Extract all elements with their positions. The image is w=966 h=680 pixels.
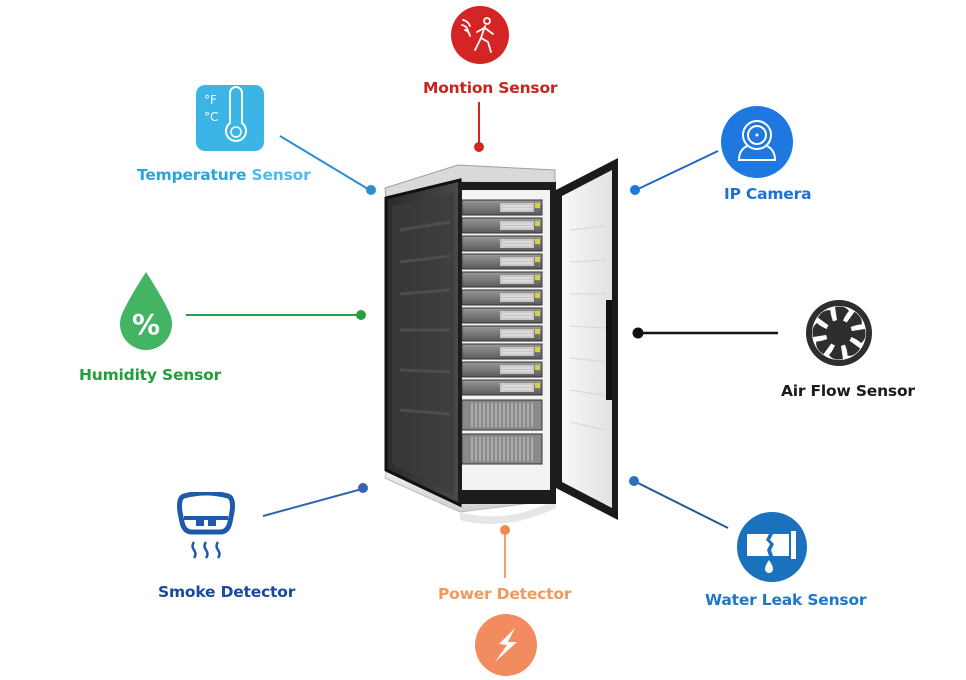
- water-connector-dot: [629, 476, 639, 486]
- server-unit: [461, 199, 543, 216]
- temperature-label: Temperature Sensor: [137, 166, 311, 184]
- server-unit: [461, 289, 543, 306]
- fahrenheit-text: °F: [204, 93, 217, 107]
- power-connector-dot: [500, 525, 510, 535]
- server-unit: [461, 271, 543, 288]
- percent-text: %: [132, 308, 160, 341]
- water-label: Water Leak Sensor: [705, 591, 867, 609]
- camera-connector-dot: [630, 185, 640, 195]
- server-unit: [461, 379, 543, 396]
- camera-connector: [635, 150, 719, 191]
- airflow-connector-dot: [632, 327, 644, 339]
- smoke-connector: [262, 488, 363, 517]
- server-unit: [461, 343, 543, 360]
- server-unit: [461, 217, 543, 234]
- smoke-label: Smoke Detector: [158, 583, 296, 601]
- storage-unit: [461, 433, 543, 465]
- rack-servers: [461, 199, 543, 465]
- temperature-label-main: Temperature: [137, 166, 247, 184]
- motion-sensor-icon: [451, 6, 509, 64]
- airflow-label: Air Flow Sensor: [781, 382, 915, 400]
- motion-connector-dot: [474, 142, 484, 152]
- power-label: Power Detector: [438, 585, 572, 603]
- motion-label: Montion Sensor: [423, 79, 558, 97]
- humidity-connector-dot: [356, 310, 366, 320]
- server-unit: [461, 307, 543, 324]
- humidity-label: Humidity Sensor: [79, 366, 222, 384]
- temperature-label-suffix: Sensor: [246, 166, 311, 184]
- temperature-connector: [279, 135, 369, 190]
- fan-icon: [805, 299, 873, 367]
- temperature-connector-dot: [366, 185, 376, 195]
- water-connector: [633, 480, 729, 529]
- celsius-text: °C: [204, 110, 218, 124]
- smoke-detector-icon: [176, 490, 236, 564]
- ip-camera-icon: [721, 106, 793, 178]
- water-leak-pipe-icon: [737, 512, 807, 582]
- lightning-bolt-icon: [475, 614, 537, 676]
- thermometer-icon: °F °C: [196, 85, 264, 151]
- smoke-connector-dot: [358, 483, 368, 493]
- server-unit: [461, 325, 543, 342]
- humidity-drop-icon: %: [118, 270, 174, 350]
- storage-unit: [461, 399, 543, 431]
- server-unit: [461, 253, 543, 270]
- camera-label: IP Camera: [724, 185, 812, 203]
- server-unit: [461, 361, 543, 378]
- server-unit: [461, 235, 543, 252]
